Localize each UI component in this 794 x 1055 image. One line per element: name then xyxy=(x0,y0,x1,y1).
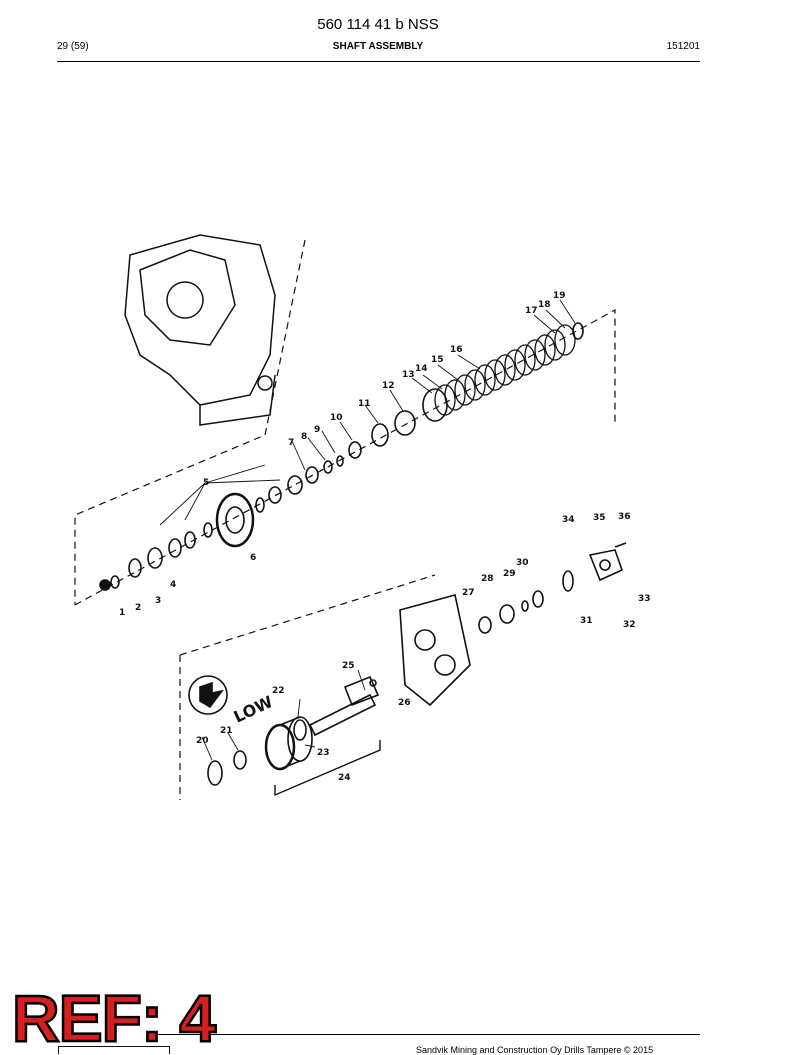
callout-36: 36 xyxy=(618,512,631,522)
callout-14: 14 xyxy=(415,364,428,374)
callout-17: 17 xyxy=(525,306,538,316)
callout-25: 25 xyxy=(342,661,355,671)
callout-23: 23 xyxy=(317,748,330,758)
callout-21: 21 xyxy=(220,726,233,736)
assembly-frame xyxy=(74,239,616,800)
callout-30: 30 xyxy=(516,558,529,568)
callout-13: 13 xyxy=(402,370,415,380)
callout-31: 31 xyxy=(580,616,593,626)
callout-11: 11 xyxy=(358,399,371,409)
company-logo xyxy=(58,1046,170,1054)
callout-12: 12 xyxy=(382,381,395,391)
callout-15: 15 xyxy=(431,355,444,365)
callout-3: 3 xyxy=(155,596,161,606)
callout-20: 20 xyxy=(196,736,209,746)
callout-19: 19 xyxy=(553,291,566,301)
callout-6: 6 xyxy=(250,553,256,563)
callout-34: 34 xyxy=(562,515,575,525)
transmission-housing xyxy=(124,234,276,426)
callout-18: 18 xyxy=(538,300,551,310)
document-number: 560 114 41 b NSS xyxy=(317,16,439,33)
callout-8: 8 xyxy=(301,432,307,442)
upper-shaft-parts xyxy=(99,322,584,591)
callout-32: 32 xyxy=(623,620,636,630)
part-callouts: 1 2 3 4 5 6 7 8 9 10 11 12 13 14 15 16 1… xyxy=(119,291,651,783)
callout-26: 26 xyxy=(398,698,411,708)
callout-7: 7 xyxy=(288,438,294,448)
cover-parts xyxy=(399,542,627,707)
header-divider xyxy=(57,61,700,62)
callout-33: 33 xyxy=(638,594,651,604)
shaft-assembly-drawing: LOW 1 xyxy=(60,225,660,815)
callout-1: 1 xyxy=(119,608,125,618)
callout-29: 29 xyxy=(503,569,516,579)
callout-5: 5 xyxy=(203,478,209,488)
callout-22: 22 xyxy=(272,686,285,696)
leader-lines xyxy=(159,299,576,761)
callout-24: 24 xyxy=(338,773,351,783)
callout-2: 2 xyxy=(135,603,141,613)
ref-stamp: REF: 4 xyxy=(11,981,218,1055)
page-count: 29 (59) xyxy=(57,41,89,52)
callout-35: 35 xyxy=(593,513,606,523)
revision-date: 151201 xyxy=(666,41,700,52)
copyright-notice: Sandvik Mining and Construction Oy Drill… xyxy=(416,1045,654,1055)
footer-divider xyxy=(150,1034,700,1035)
callout-28: 28 xyxy=(481,574,494,584)
callout-16: 16 xyxy=(450,345,463,355)
callout-9: 9 xyxy=(314,425,320,435)
callout-4: 4 xyxy=(170,580,176,590)
low-label: LOW xyxy=(231,692,276,727)
callout-27: 27 xyxy=(462,588,475,598)
callout-10: 10 xyxy=(330,413,343,423)
page-title: SHAFT ASSEMBLY xyxy=(332,41,424,52)
